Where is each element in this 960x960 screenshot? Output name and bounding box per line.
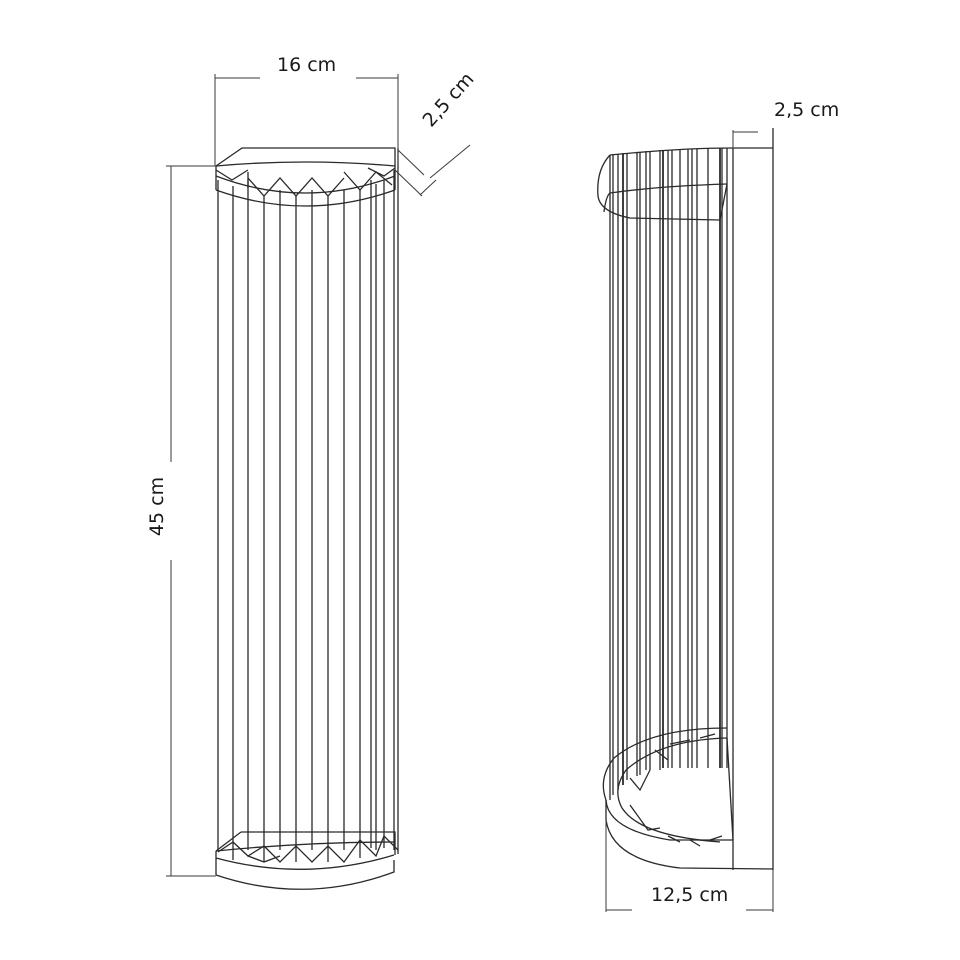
front-height-label: 45 cm: [146, 476, 169, 537]
front-dimension-lines: [166, 74, 471, 877]
front-flutes: [217, 148, 399, 862]
front-top-cap: [215, 147, 396, 207]
side-width-label: 12,5 cm: [651, 884, 729, 906]
side-flutes: [609, 148, 734, 870]
side-wall-depth-label: 2,5 cm: [774, 99, 840, 121]
side-view: [597, 128, 774, 912]
side-dimension-lines: [605, 130, 774, 912]
front-width-label: 16 cm: [277, 54, 337, 76]
front-view: [166, 74, 471, 890]
front-bottom-cap: [215, 831, 399, 890]
side-bottom-cap: [602, 727, 774, 870]
